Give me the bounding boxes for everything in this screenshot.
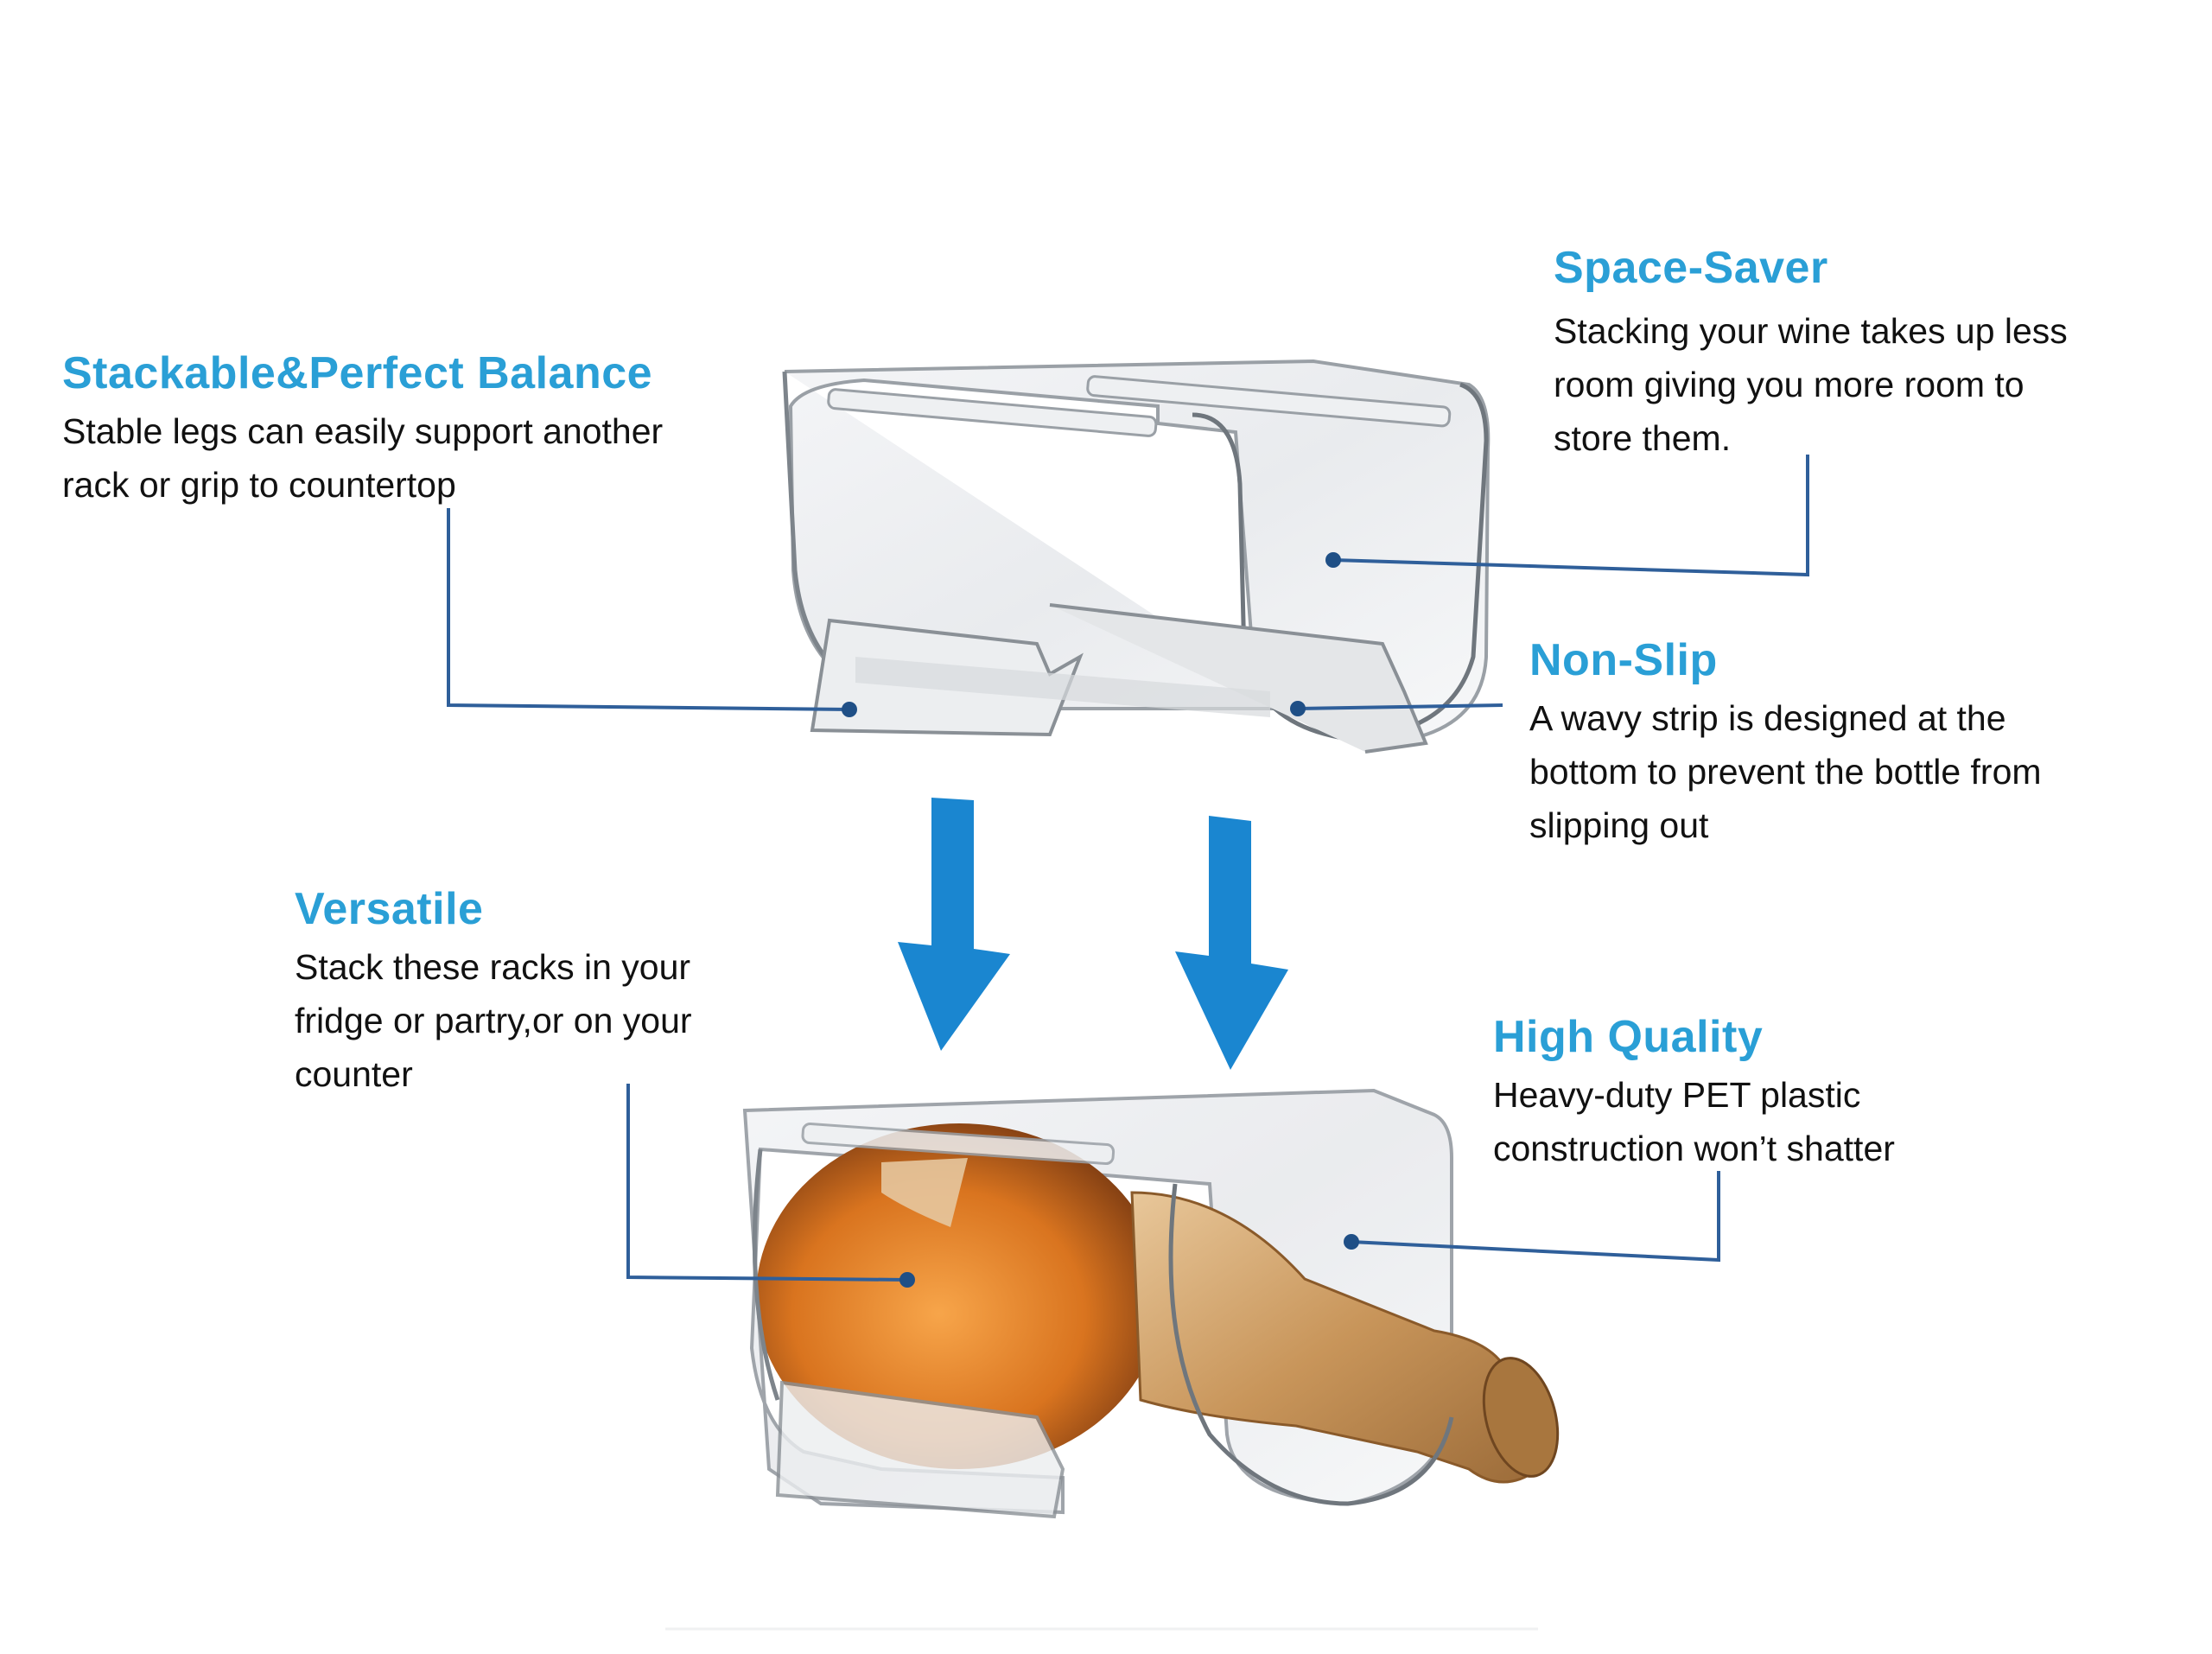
feature-heading: Non-Slip: [1529, 635, 1718, 685]
feature-stackable: Stackable&Perfect Balance Stable legs ca…: [62, 346, 663, 512]
down-arrow-icon: [1175, 816, 1288, 1070]
leader-line-space-saver: [1332, 455, 1809, 577]
leader-line-stackable: [447, 508, 850, 711]
feature-non-slip: Non-Slip A wavy strip is designed at the…: [1529, 633, 2042, 852]
leader-line-high-quality: [1351, 1171, 1720, 1263]
feature-description: Heavy-duty PET plastic construction won’…: [1493, 1075, 1895, 1168]
top-wine-rack-image: [782, 359, 1491, 754]
callout-dots: [842, 552, 1359, 1288]
leader-line-non-slip: [1297, 703, 1503, 710]
feature-heading: Versatile: [295, 884, 484, 934]
feature-description: Stack these racks in your fridge or part…: [295, 947, 692, 1094]
feature-heading: High Quality: [1493, 1012, 1764, 1062]
feature-high-quality: High Quality Heavy-duty PET plastic cons…: [1493, 1009, 1895, 1175]
callout-dot-icon: [899, 1272, 915, 1288]
feature-description: Stable legs can easily support another r…: [62, 411, 664, 505]
feature-space-saver: Space-Saver Stacking your wine takes up …: [1554, 240, 2068, 465]
leader-lines: [447, 455, 1809, 1282]
feature-description: Stacking your wine takes up less room gi…: [1554, 311, 2068, 458]
callout-dot-icon: [842, 702, 857, 717]
feature-heading: Space-Saver: [1554, 243, 1828, 293]
bottom-wine-rack-with-bottle-image: [665, 1088, 1560, 1631]
down-arrow-icon: [898, 798, 1010, 1051]
feature-versatile: Versatile Stack these racks in your frid…: [295, 881, 692, 1101]
leader-line-versatile: [626, 1084, 908, 1282]
callout-dot-icon: [1344, 1234, 1359, 1250]
feature-description: A wavy strip is designed at the bottom t…: [1529, 698, 2042, 845]
callout-dot-icon: [1290, 701, 1306, 716]
callout-dot-icon: [1325, 552, 1341, 568]
feature-heading: Stackable&Perfect Balance: [62, 348, 653, 398]
